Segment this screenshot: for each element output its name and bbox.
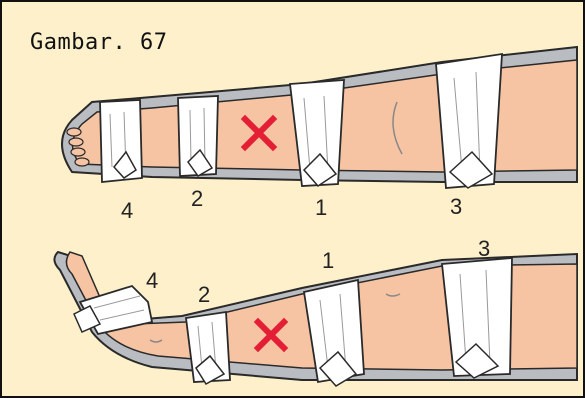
- bottom-label-4: 4: [146, 268, 158, 293]
- top-label-3: 3: [450, 194, 462, 219]
- top-bandage-4: [100, 100, 142, 182]
- bottom-bandage-2: [186, 312, 230, 384]
- bottom-leg-figure: 4 2 1 3: [54, 236, 577, 386]
- top-bandage-3: [436, 54, 502, 188]
- top-bandage-2: [178, 96, 218, 176]
- top-label-4: 4: [121, 198, 133, 223]
- bottom-label-1: 1: [322, 248, 334, 273]
- top-leg-figure: 4 2 1 3: [62, 47, 577, 223]
- top-label-2: 2: [191, 186, 203, 211]
- top-label-1: 1: [315, 195, 327, 220]
- bottom-label-3: 3: [478, 236, 490, 261]
- bottom-bandage-3: [442, 258, 512, 378]
- bottom-label-2: 2: [198, 282, 210, 307]
